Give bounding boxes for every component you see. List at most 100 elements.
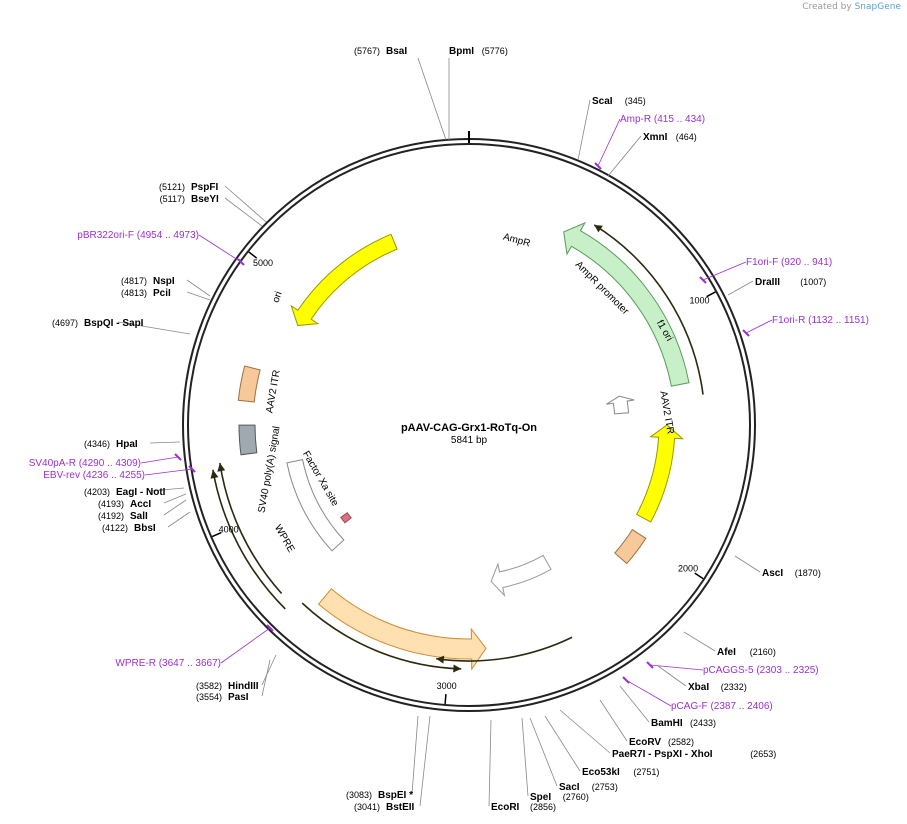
site-label[interactable]: (5121)PspFI bbox=[159, 182, 218, 193]
primer-label[interactable]: SV40pA-R (4290 .. 4309) bbox=[29, 458, 141, 469]
site-label[interactable]: (5767)BsaI bbox=[354, 46, 407, 57]
leader-line bbox=[186, 291, 211, 301]
site-position: (5117) bbox=[160, 194, 185, 204]
feature-aav2-itr-right[interactable] bbox=[614, 528, 647, 565]
primer-name: EBV-rev (4236 .. 4255) bbox=[43, 470, 145, 481]
primer-label[interactable]: WPRE-R (3647 .. 3667) bbox=[115, 658, 221, 669]
site-label[interactable]: SpeI(2760) bbox=[530, 792, 589, 803]
site-label[interactable]: XmnI (464) bbox=[643, 132, 697, 143]
leader-line bbox=[261, 654, 277, 686]
primer-label[interactable]: F1ori-R (1132 .. 1151) bbox=[772, 315, 869, 326]
site-position: (4697) bbox=[52, 318, 78, 328]
site-position: (1870) bbox=[795, 568, 821, 578]
site-label[interactable]: EcoRI (2856) bbox=[491, 802, 556, 813]
site-label[interactable]: Eco53kI(2751) bbox=[582, 767, 659, 778]
site-name: XbaI bbox=[688, 682, 709, 693]
site-label[interactable]: EcoRV(2582) bbox=[629, 737, 694, 748]
feature-ampr[interactable] bbox=[563, 221, 690, 387]
primer-label[interactable]: EBV-rev (4236 .. 4255) bbox=[43, 470, 145, 481]
leader-line bbox=[544, 715, 581, 772]
site-name: EcoRI bbox=[491, 802, 520, 813]
site-position: (345) bbox=[625, 96, 646, 106]
site-label[interactable]: XbaI (2332) bbox=[688, 682, 747, 693]
site-position: (2433) bbox=[690, 718, 716, 728]
feature-label: ori bbox=[271, 290, 285, 304]
site-name: BsaI bbox=[386, 46, 407, 57]
feature-grx1-rotq[interactable] bbox=[317, 588, 487, 671]
ruler-tick-label: 1000 bbox=[690, 296, 710, 306]
site-label[interactable]: (4203)EagI - NotI bbox=[84, 487, 166, 498]
primer-label[interactable]: pCAGGS-5 (2303 .. 2325) bbox=[703, 665, 819, 676]
feature-cmv-cag-region[interactable] bbox=[490, 554, 552, 597]
site-position: (2856) bbox=[530, 802, 556, 812]
site-name: BbsI bbox=[134, 523, 156, 534]
leader-line bbox=[529, 717, 558, 787]
feature-wpre[interactable] bbox=[286, 459, 345, 552]
site-label[interactable]: PaeR7I - PspXI - XhoI(2653) bbox=[612, 749, 776, 760]
feature-label: SV40 poly(A) signal bbox=[256, 425, 282, 513]
primer-mark bbox=[237, 258, 245, 266]
site-label[interactable]: (4192)SalI bbox=[98, 511, 148, 522]
primer-name: Amp-R (415 .. 434) bbox=[620, 114, 705, 125]
site-label[interactable]: (4813)PciI bbox=[121, 288, 171, 299]
primer-label[interactable]: Amp-R (415 .. 434) bbox=[620, 114, 705, 125]
site-name: PspFI bbox=[191, 182, 218, 193]
feature-ampr-promoter[interactable] bbox=[606, 395, 635, 415]
site-label[interactable]: (4122)BbsI bbox=[102, 523, 156, 534]
site-label[interactable]: (3083)BspEI * bbox=[346, 790, 413, 801]
site-label[interactable]: (4193)AccI bbox=[98, 499, 151, 510]
primer-name: pCAGGS-5 (2303 .. 2325) bbox=[703, 665, 819, 676]
site-label[interactable]: BamHI (2433) bbox=[651, 718, 716, 729]
site-label[interactable]: (4817)NspI bbox=[121, 276, 175, 287]
ruler-tick bbox=[248, 251, 258, 259]
leader-line bbox=[224, 185, 267, 223]
site-label[interactable]: (3041)BstEII bbox=[354, 802, 415, 813]
site-name: XmnI bbox=[643, 132, 668, 143]
feature-aav2-itr-left[interactable] bbox=[237, 365, 261, 403]
site-label[interactable]: ScaI(345) bbox=[592, 96, 646, 107]
site-position: (2332) bbox=[721, 682, 747, 692]
primer-mark bbox=[594, 162, 602, 170]
leader-line bbox=[224, 197, 263, 227]
site-label[interactable]: (5117)BseYI bbox=[160, 194, 219, 205]
site-label[interactable]: (4346)HpaI bbox=[84, 439, 138, 450]
site-label[interactable]: SacI(2753) bbox=[559, 782, 618, 793]
site-label[interactable]: BpmI(5776) bbox=[449, 46, 508, 57]
feature-ori[interactable] bbox=[290, 233, 398, 327]
leader-line bbox=[117, 321, 191, 335]
leader-line bbox=[167, 511, 191, 528]
site-name: BstEII bbox=[386, 802, 415, 813]
site-position: (464) bbox=[676, 132, 697, 142]
primer-label[interactable]: pCAG-F (2387 .. 2406) bbox=[671, 701, 773, 712]
ruler-tick-label: 4000 bbox=[219, 524, 239, 534]
ruler-tick-label: 2000 bbox=[678, 564, 698, 574]
site-label[interactable]: AscI(1870) bbox=[762, 568, 821, 579]
site-name: PciI bbox=[153, 288, 171, 299]
site-name: NspI bbox=[153, 276, 175, 287]
site-name: DraIII bbox=[755, 277, 780, 288]
site-name: EagI - NotI bbox=[116, 487, 166, 498]
site-label[interactable]: (3582)HindIII bbox=[196, 681, 259, 692]
feature-f1-ori[interactable] bbox=[635, 424, 684, 523]
primer-name: SV40pA-R (4290 .. 4309) bbox=[29, 458, 141, 469]
watermark: Created by SnapGene bbox=[802, 2, 901, 12]
ruler-tick bbox=[694, 572, 704, 580]
feature-factor-xa-site[interactable] bbox=[340, 512, 352, 524]
site-name: AfeI bbox=[717, 647, 736, 658]
primer-label[interactable]: pBR322ori-F (4954 .. 4973) bbox=[77, 230, 199, 241]
leader-line bbox=[727, 280, 754, 296]
site-label[interactable]: DraIII(1007) bbox=[755, 277, 826, 288]
primer-label[interactable]: F1ori-F (920 .. 941) bbox=[746, 257, 832, 268]
site-label[interactable]: (3554)PasI bbox=[196, 692, 249, 703]
site-name: BamHI bbox=[651, 718, 683, 729]
feature-label: WPRE bbox=[272, 523, 297, 555]
leader-line bbox=[619, 685, 650, 723]
site-name: SalI bbox=[130, 511, 148, 522]
leader-line bbox=[599, 699, 628, 742]
feature-label: AAV2 ITR bbox=[264, 369, 282, 414]
feature-sv40-poly-a-signal[interactable] bbox=[238, 424, 258, 456]
site-name: BpmI bbox=[449, 46, 474, 57]
site-label[interactable]: (4697)BspQI - SapI bbox=[52, 318, 144, 329]
site-label[interactable]: AfeI(2160) bbox=[717, 647, 776, 658]
leader-line bbox=[625, 679, 672, 707]
